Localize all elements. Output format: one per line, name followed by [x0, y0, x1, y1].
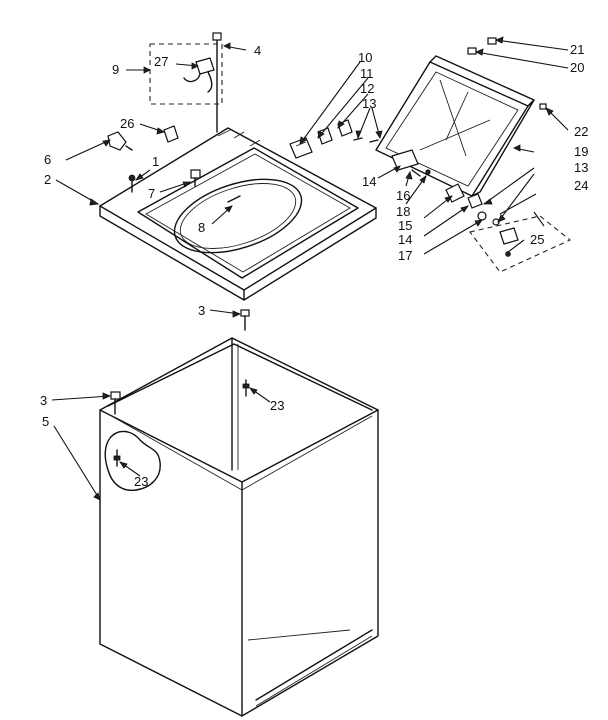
callout-3-left: 3 [40, 393, 47, 408]
top-panel [99, 127, 377, 301]
callout-18: 18 [396, 204, 410, 219]
bumper-20 [467, 47, 477, 55]
callout-23-right: 23 [270, 398, 284, 413]
hinge-pin-8 [227, 195, 241, 203]
clip-26 [163, 125, 179, 143]
callout-13-left: 13 [362, 96, 376, 111]
screw-23-left [113, 449, 121, 467]
bumper-7 [190, 169, 201, 187]
callout-6: 6 [44, 152, 51, 167]
screw-23-right [242, 379, 250, 397]
lid [375, 55, 535, 197]
callout-24: 24 [574, 178, 588, 193]
screw-3-top [240, 309, 250, 331]
callout-labels: 1 2 3 3 4 5 6 7 8 9 10 11 12 13 13 14 14… [40, 42, 588, 489]
callout-2: 2 [44, 172, 51, 187]
callout-14-upper: 14 [362, 174, 376, 189]
callout-13-right: 13 [574, 160, 588, 175]
callout-20: 20 [570, 60, 584, 75]
lid-switch-kit-9 [149, 43, 223, 105]
callout-25: 25 [530, 232, 544, 247]
cabinet [99, 337, 379, 717]
arrowheads [89, 36, 554, 501]
leader-lines [51, 39, 569, 501]
screw-13-left [353, 137, 379, 143]
callout-15: 15 [398, 218, 412, 233]
callout-26: 26 [120, 116, 134, 131]
hinge-assembly-14-18 [391, 149, 500, 226]
callout-16: 16 [396, 188, 410, 203]
callout-27: 27 [154, 54, 168, 69]
screw-22 [539, 103, 547, 110]
clip-6 [107, 131, 133, 151]
callout-21: 21 [570, 42, 584, 57]
callout-22: 22 [574, 124, 588, 139]
callout-4: 4 [254, 43, 261, 58]
callout-3-top: 3 [198, 303, 205, 318]
callout-19: 19 [574, 144, 588, 159]
callout-7: 7 [148, 186, 155, 201]
callout-5: 5 [42, 414, 49, 429]
callout-23-left: 23 [134, 474, 148, 489]
callout-12: 12 [360, 81, 374, 96]
callout-17: 17 [398, 248, 412, 263]
callout-9: 9 [112, 62, 119, 77]
bumper-21 [487, 37, 497, 45]
screw-3-left [110, 391, 121, 415]
callout-14-lower: 14 [398, 232, 412, 247]
callout-11: 11 [360, 66, 374, 81]
hinge-11-12 [317, 119, 353, 145]
screw-4 [212, 32, 222, 133]
callout-1: 1 [152, 154, 159, 169]
hinge-kit-24 [469, 215, 572, 273]
plug-1 [128, 174, 136, 193]
callout-8: 8 [198, 220, 205, 235]
callout-10: 10 [358, 50, 372, 65]
